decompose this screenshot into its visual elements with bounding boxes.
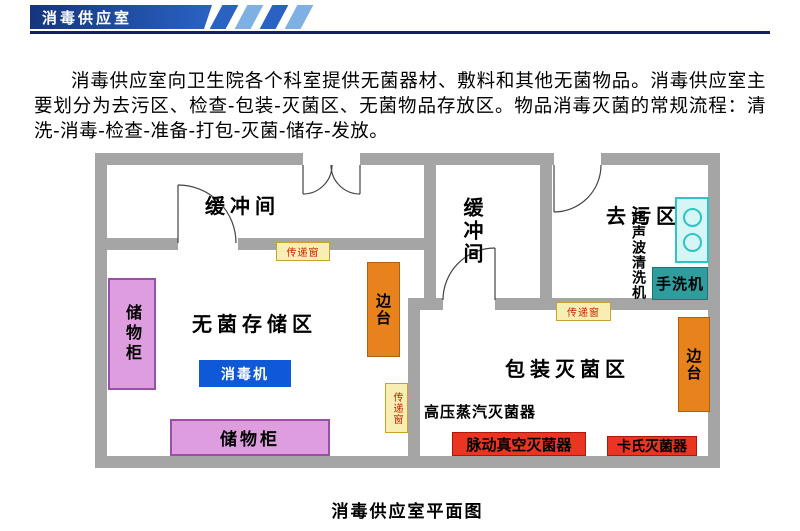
room-label-decontamination: 去污区 xyxy=(606,204,681,228)
page-header-banner: 消毒供应室 xyxy=(30,5,316,29)
wall-segment xyxy=(601,153,720,165)
ultrasonic-cleaner-sink xyxy=(675,197,709,263)
sink-basin-circle xyxy=(682,233,702,252)
wall-segment xyxy=(360,153,554,165)
wall-segment xyxy=(95,153,303,165)
stripe-decoration xyxy=(284,5,314,29)
storage-cabinet-bottom: 储物柜 xyxy=(170,419,330,456)
header-divider xyxy=(30,31,770,34)
transfer-window-right: 传递窗 xyxy=(556,302,611,321)
wall-segment xyxy=(424,165,436,310)
ultrasonic-cleaner-label: 超声波清洗机 xyxy=(630,210,646,300)
wall-segment xyxy=(95,153,107,468)
stripe-decoration xyxy=(234,5,264,29)
side-bench-left: 边台 xyxy=(367,262,400,357)
wall-segment xyxy=(238,238,424,250)
plan-caption: 消毒供应室平面图 xyxy=(331,502,484,522)
hand-washer: 手洗机 xyxy=(652,267,708,300)
banner-stripes-decoration xyxy=(209,5,316,29)
wall-segment xyxy=(540,165,552,298)
decontam-entry-door xyxy=(553,164,602,213)
wall-segment xyxy=(708,153,720,468)
room-label-buffer-top: 缓冲间 xyxy=(205,194,280,218)
autoclave-label: 高压蒸汽灭菌器 xyxy=(424,403,537,421)
room-label-packaging-sterilization: 包装灭菌区 xyxy=(505,357,630,381)
cassette-sterilizer: 卡氏灭菌器 xyxy=(607,436,697,456)
stripe-decoration xyxy=(209,5,239,29)
page-title: 消毒供应室 xyxy=(42,8,133,27)
wall-segment xyxy=(408,298,420,456)
intro-paragraph: 消毒供应室向卫生院各个科室提供无菌器材、敷料和其他无菌物品。消毒供应室主要划分为… xyxy=(34,70,766,142)
double-door-left-leaf xyxy=(302,164,333,195)
sink-basin-circle xyxy=(682,208,702,227)
transfer-window-mid: 传递窗 xyxy=(385,383,408,433)
wall-segment xyxy=(408,298,443,310)
double-door-right-leaf xyxy=(330,164,361,195)
page-title-bar: 消毒供应室 xyxy=(30,5,212,29)
transfer-window-top: 传递窗 xyxy=(276,242,330,261)
stripe-decoration xyxy=(259,5,289,29)
pulse-vacuum-sterilizer: 脉动真空灭菌器 xyxy=(452,432,586,456)
wall-segment xyxy=(95,456,720,468)
disinfector-machine: 消毒机 xyxy=(199,360,291,387)
room-label-sterile-storage: 无菌存储区 xyxy=(192,312,317,336)
room-label-buffer-mid: 缓冲间 xyxy=(460,197,484,266)
storage-cabinet-left: 储物柜 xyxy=(108,278,156,390)
wall-segment xyxy=(107,238,178,250)
side-bench-right: 边台 xyxy=(678,317,710,412)
